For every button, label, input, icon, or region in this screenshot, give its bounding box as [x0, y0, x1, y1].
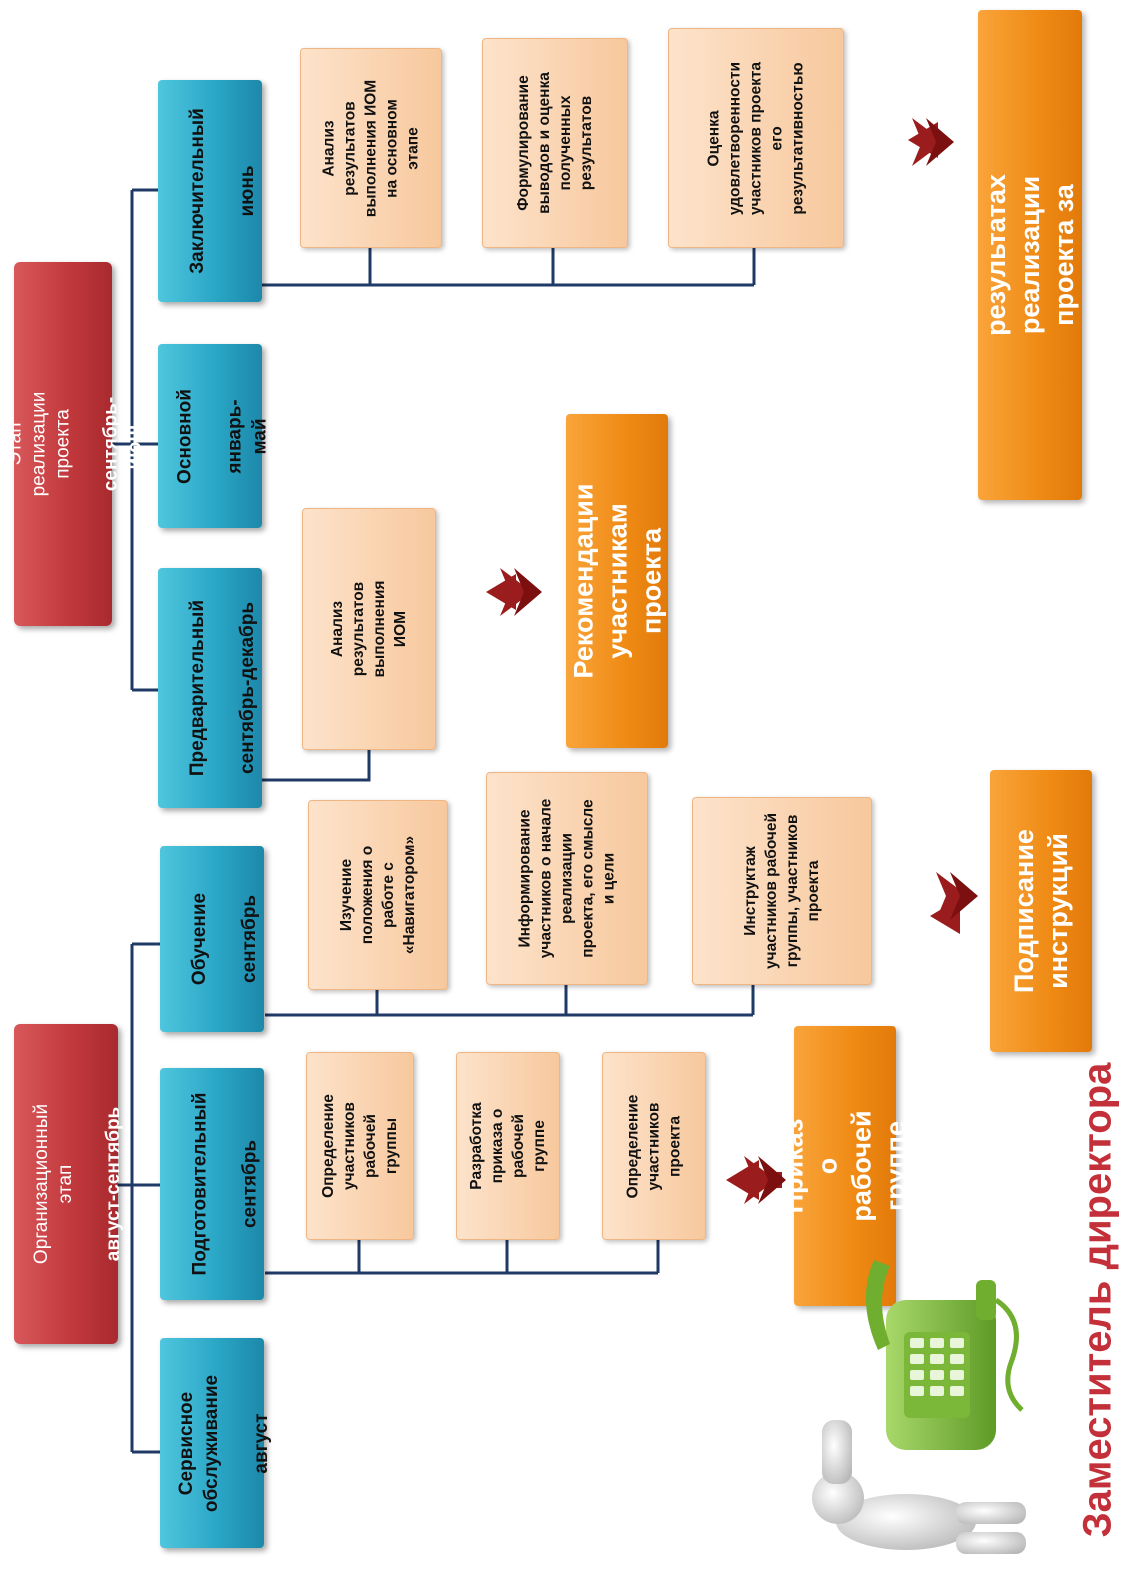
stage-title: Этап реализации проекта [4, 391, 74, 497]
stage-organizational: Организационный этап август-сентябрь [14, 1024, 124, 1344]
task-box: Инструктаж участников рабочей группы, уч… [692, 797, 872, 985]
person-telephone-icon [812, 1260, 1026, 1554]
stage-period: сентябрь-июнь [100, 396, 146, 492]
responsible-caption: Заместитель директора [1075, 1062, 1120, 1538]
stage-period: август-сентябрь [103, 1106, 125, 1262]
phase-preliminary: Предварительный сентябрь-декабрь [158, 568, 262, 808]
task-box: Оценка удовлетворенности участников прое… [668, 28, 844, 248]
result-report: Отчет о результатах реализации проекта з… [947, 10, 1113, 500]
phase-preparatory: Подготовительный сентябрь [160, 1068, 264, 1300]
task-box: Анализ результатов выполнения ИОМ на осн… [300, 48, 442, 248]
arrow-right-icon [912, 118, 954, 166]
arrow-right-icon [744, 1156, 786, 1204]
task-box: Формулирование выводов и оценка полученн… [482, 38, 628, 248]
result-signing: Подписание инструкций [990, 770, 1092, 1052]
phase-main: Основной январь-май [158, 344, 271, 528]
task-box: Информирование участников о начале реали… [486, 772, 648, 985]
phase-service: Сервисное обслуживание август [160, 1338, 273, 1548]
stage-implementation: Этап реализации проекта сентябрь-июнь [4, 262, 145, 626]
result-order: Приказ о рабочей группе [779, 1026, 911, 1306]
task-box: Определение участников рабочей группы [306, 1052, 414, 1240]
result-recommendations: Рекомендации участникам проекта [566, 414, 668, 748]
phase-training: Обучение сентябрь [160, 846, 264, 1032]
task-box: Изучение положения о работе с «Навигатор… [308, 800, 448, 990]
task-box: Определение участников проекта [602, 1052, 706, 1240]
task-box: Анализ результатов выполнения ИОМ [302, 508, 436, 750]
task-box: Разработка приказа о рабочей группе [456, 1052, 560, 1240]
arrow-right-icon [500, 568, 542, 616]
phase-final: Заключительный июнь [158, 80, 262, 302]
arrow-right-icon [936, 872, 978, 920]
stage-title: Организационный этап [31, 1103, 77, 1265]
